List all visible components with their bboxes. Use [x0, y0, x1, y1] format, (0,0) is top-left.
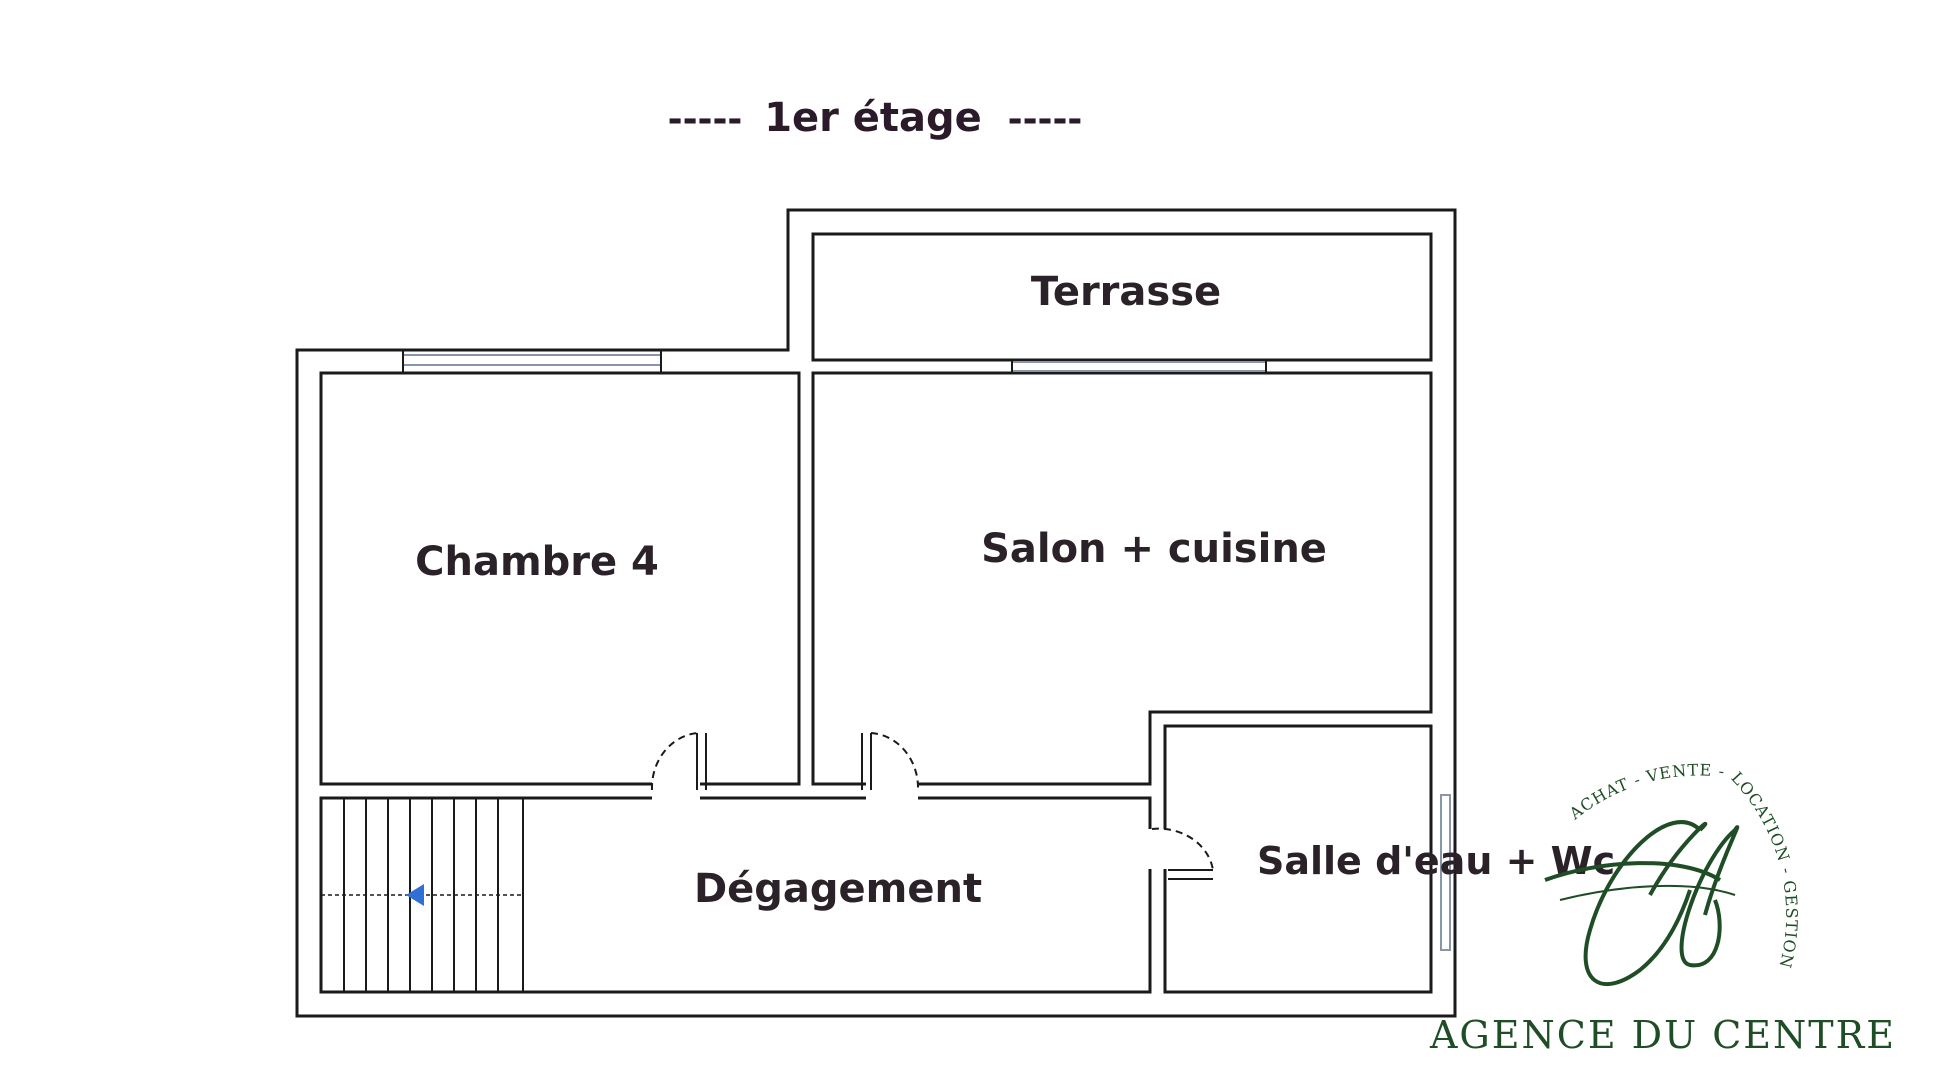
agency-name: AGENCE DU CENTRE	[1429, 1013, 1896, 1057]
floor-title-text: 1er étage	[764, 95, 982, 141]
salon-window	[1011, 361, 1267, 372]
chambre-window	[402, 354, 662, 366]
title-dash-right: -----	[1008, 99, 1083, 140]
terrasse-room: Terrasse	[811, 232, 1433, 362]
door-chambre	[650, 732, 707, 802]
salle-eau-room: Salle d'eau + Wc	[1163, 724, 1615, 994]
chambre-label: Chambre 4	[415, 539, 659, 585]
salon-label: Salon + cuisine	[981, 526, 1327, 572]
door-salle-eau	[1145, 827, 1214, 880]
monogram-icon	[1544, 820, 1740, 987]
staircase	[321, 798, 524, 992]
degagement-room: Dégagement	[319, 796, 1152, 994]
chambre-room: Chambre 4	[319, 350, 801, 786]
door-salon	[861, 732, 920, 802]
agency-logo: ACHAT - VENTE - LOCATION - GESTION AGENC…	[1429, 760, 1896, 1057]
stair-arrow-icon	[406, 884, 424, 906]
salon-room: Salon + cuisine	[811, 360, 1433, 786]
salle-eau-window	[1440, 794, 1451, 951]
title-dash-left: -----	[668, 99, 743, 140]
terrasse-label: Terrasse	[1031, 269, 1221, 315]
degagement-label: Dégagement	[694, 866, 982, 912]
outer-walls	[295, 208, 1457, 1018]
floor-title: ----- 1er étage -----	[668, 95, 1083, 141]
